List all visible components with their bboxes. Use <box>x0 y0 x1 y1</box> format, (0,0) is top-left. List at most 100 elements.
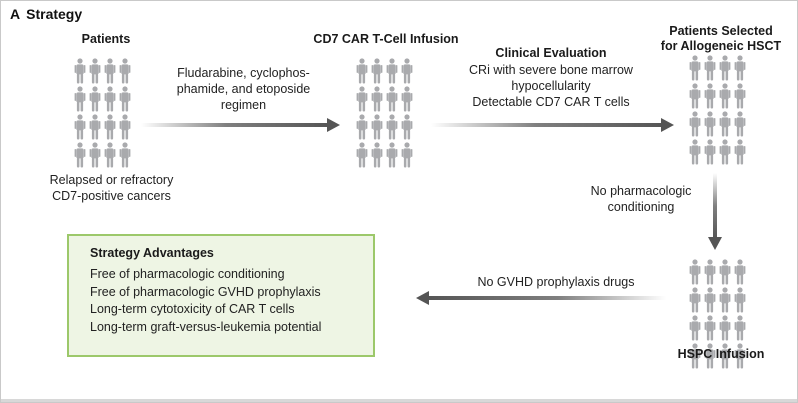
person-icon <box>689 55 701 81</box>
person-icon <box>704 259 716 285</box>
person-icon <box>719 55 731 81</box>
infusion-heading: CD7 CAR T-Cell Infusion <box>313 32 459 46</box>
person-icon <box>89 58 101 84</box>
person-icon <box>704 287 716 313</box>
gvhd-label: No GVHD prophylaxis drugs <box>477 275 635 289</box>
person-icon <box>356 142 368 168</box>
arrow-to-infusion <box>141 118 340 132</box>
arrow-to-selection <box>431 118 674 132</box>
person-icon <box>719 83 731 109</box>
person-icon <box>719 259 731 285</box>
person-icon <box>89 86 101 112</box>
person-icon <box>719 139 731 165</box>
arrow-to-hspc <box>708 173 722 250</box>
panel-title-text: Strategy <box>26 6 83 22</box>
person-icon <box>74 142 86 168</box>
person-icon <box>89 114 101 140</box>
person-icon <box>704 139 716 165</box>
evaluation-line: hypocellularity <box>511 79 591 93</box>
patients-group <box>74 58 131 168</box>
person-icon <box>689 139 701 165</box>
person-icon <box>119 86 131 112</box>
person-icon <box>356 86 368 112</box>
person-icon <box>689 259 701 285</box>
person-icon <box>704 315 716 341</box>
person-icon <box>734 55 746 81</box>
person-icon <box>734 315 746 341</box>
person-icon <box>104 114 116 140</box>
person-icon <box>689 83 701 109</box>
selected-heading-line: Patients Selected <box>669 24 773 38</box>
advantages-title: Strategy Advantages <box>90 246 214 260</box>
advantage-item: Free of pharmacologic conditioning <box>90 267 285 281</box>
person-icon <box>386 142 398 168</box>
conditioning-label: No pharmacologic conditioning <box>581 183 701 215</box>
person-icon <box>371 58 383 84</box>
person-icon <box>401 58 413 84</box>
person-icon <box>74 114 86 140</box>
patients-heading: Patients <box>81 32 131 46</box>
selected-group <box>689 55 746 165</box>
person-icon <box>386 58 398 84</box>
bottom-divider <box>1 399 797 402</box>
person-icon <box>734 83 746 109</box>
patients-caption-line: Relapsed or refractory <box>49 173 174 187</box>
person-icon <box>689 111 701 137</box>
person-icon <box>734 111 746 137</box>
infusion-group <box>356 58 413 168</box>
regimen-line: Fludarabine, cyclophos- <box>177 66 310 80</box>
person-icon <box>401 86 413 112</box>
person-icon <box>371 86 383 112</box>
person-icon <box>734 259 746 285</box>
evaluation-line: CRi with severe bone marrow <box>469 63 633 77</box>
person-icon <box>386 114 398 140</box>
advantage-item: Long-term cytotoxicity of CAR T cells <box>90 302 295 316</box>
arrow-to-advantages <box>416 291 666 305</box>
person-icon <box>689 315 701 341</box>
patients-caption-line: CD7-positive cancers <box>52 189 171 203</box>
person-icon <box>719 315 731 341</box>
panel-letter: A <box>10 6 21 22</box>
person-icon <box>704 111 716 137</box>
person-icon <box>719 111 731 137</box>
person-icon <box>734 287 746 313</box>
person-icon <box>104 142 116 168</box>
person-icon <box>74 86 86 112</box>
evaluation-heading: Clinical Evaluation <box>495 46 607 60</box>
person-icon <box>74 58 86 84</box>
selected-heading: Patients Selected for Allogeneic HSCT <box>656 24 786 54</box>
person-icon <box>371 114 383 140</box>
person-icon <box>356 58 368 84</box>
person-icon <box>719 287 731 313</box>
person-icon <box>704 55 716 81</box>
evaluation-line: Detectable CD7 CAR T cells <box>472 95 630 109</box>
regimen-line: regimen <box>220 98 267 112</box>
conditioning-line: conditioning <box>607 200 675 214</box>
person-icon <box>689 287 701 313</box>
regimen-line: phamide, and etoposide <box>176 82 311 96</box>
person-icon <box>119 114 131 140</box>
person-icon <box>104 58 116 84</box>
advantages-box: Strategy Advantages Free of pharmacologi… <box>67 234 375 357</box>
person-icon <box>734 139 746 165</box>
selected-heading-line: for Allogeneic HSCT <box>660 39 782 53</box>
advantage-item: Long-term graft-versus-leukemia potentia… <box>90 319 322 334</box>
person-icon <box>401 142 413 168</box>
conditioning-line: No pharmacologic <box>590 184 692 198</box>
panel-title: A Strategy <box>10 6 82 22</box>
person-icon <box>371 142 383 168</box>
advantage-item: Free of pharmacologic GVHD prophylaxis <box>90 284 321 299</box>
person-icon <box>89 142 101 168</box>
person-icon <box>386 86 398 112</box>
person-icon <box>119 58 131 84</box>
regimen-label: Fludarabine, cyclophos- phamide, and eto… <box>156 65 331 113</box>
person-icon <box>356 114 368 140</box>
hspc-heading: HSPC Infusion <box>677 347 765 361</box>
patients-caption: Relapsed or refractory CD7-positive canc… <box>19 172 204 204</box>
person-icon <box>704 83 716 109</box>
person-icon <box>119 142 131 168</box>
person-icon <box>104 86 116 112</box>
evaluation-text: CRi with severe bone marrow hypocellular… <box>446 62 656 110</box>
person-icon <box>401 114 413 140</box>
